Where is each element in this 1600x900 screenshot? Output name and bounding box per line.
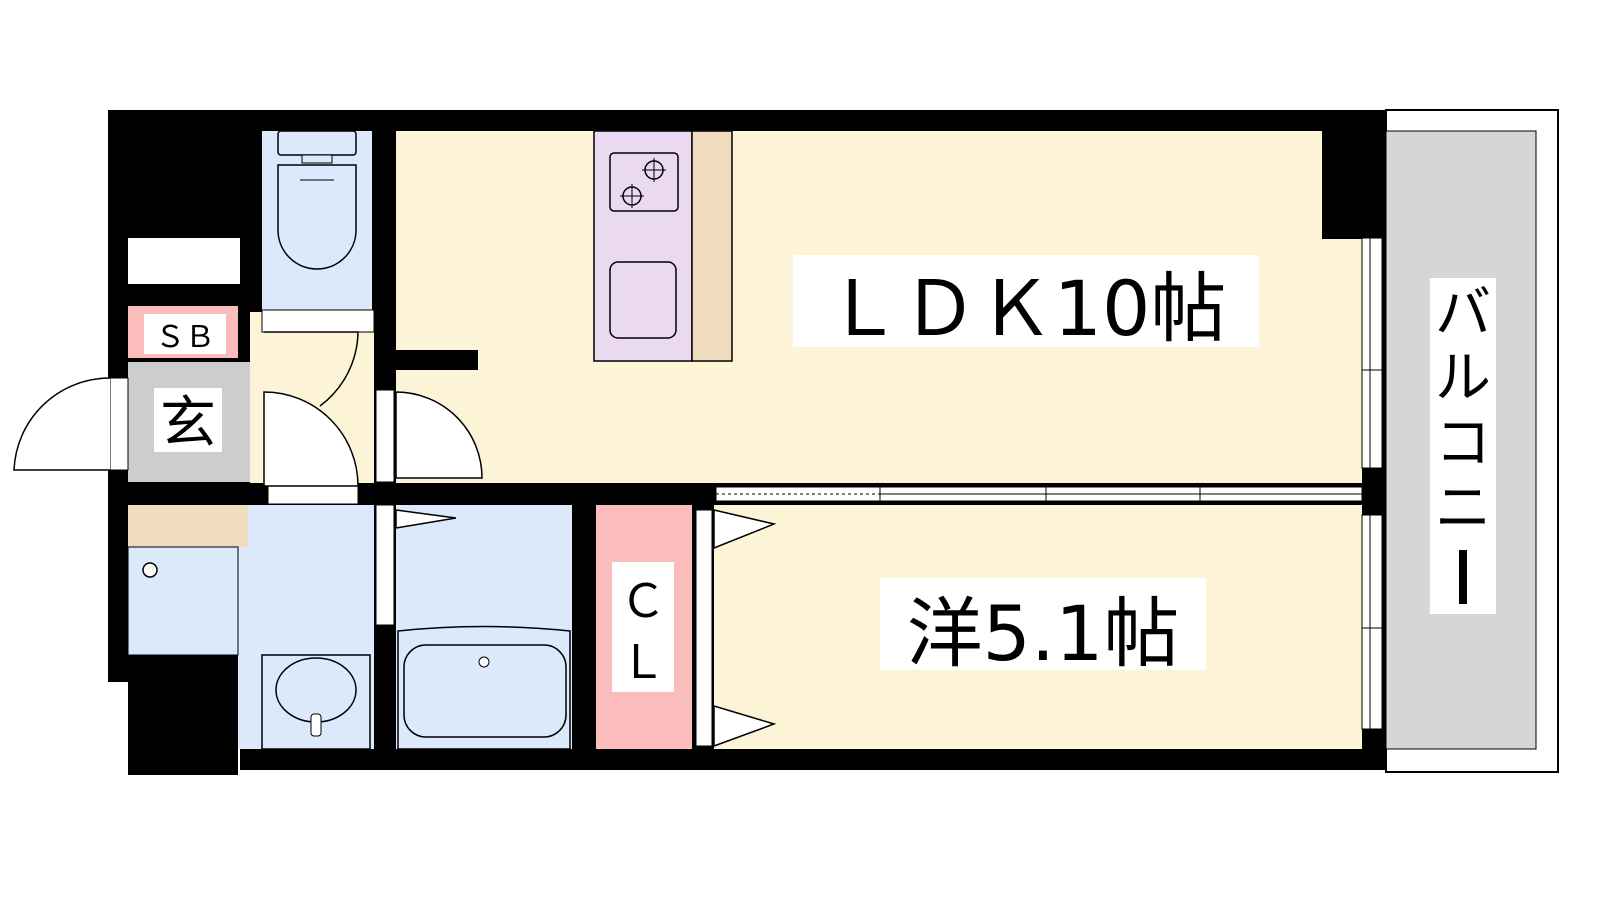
closet-label-top: Ｃ <box>620 574 666 628</box>
sliding-door <box>715 486 1363 502</box>
washer-counter <box>128 505 248 547</box>
storage-white <box>128 238 240 284</box>
closet-label-bottom: Ｌ <box>620 635 666 689</box>
stove-burner-icon <box>620 158 666 208</box>
washbasin-icon <box>261 654 371 750</box>
sink-icon <box>609 261 677 339</box>
drain-icon <box>142 562 158 578</box>
western-room-label: 洋5.1帖 <box>907 589 1180 678</box>
balcony-label-char: バ <box>1435 281 1491 346</box>
bathtub-icon <box>397 625 571 750</box>
ldk-label: ＬＤＫ10帖 <box>826 264 1227 353</box>
balcony-label-char: コ <box>1435 411 1491 476</box>
shoe-box-label: ＳＢ <box>155 320 215 355</box>
kitchen-unit <box>593 130 733 362</box>
balcony-label: バ ル コ ニ <box>1435 281 1491 604</box>
balcony-label-char: ル <box>1435 346 1491 411</box>
toilet-icon <box>277 130 357 270</box>
entrance-label: 玄 <box>160 391 216 456</box>
balcony-windows <box>1361 237 1383 730</box>
door-swing <box>13 331 777 748</box>
balcony-label-char: ニ <box>1435 476 1491 541</box>
balcony-label-dash <box>1459 550 1467 604</box>
